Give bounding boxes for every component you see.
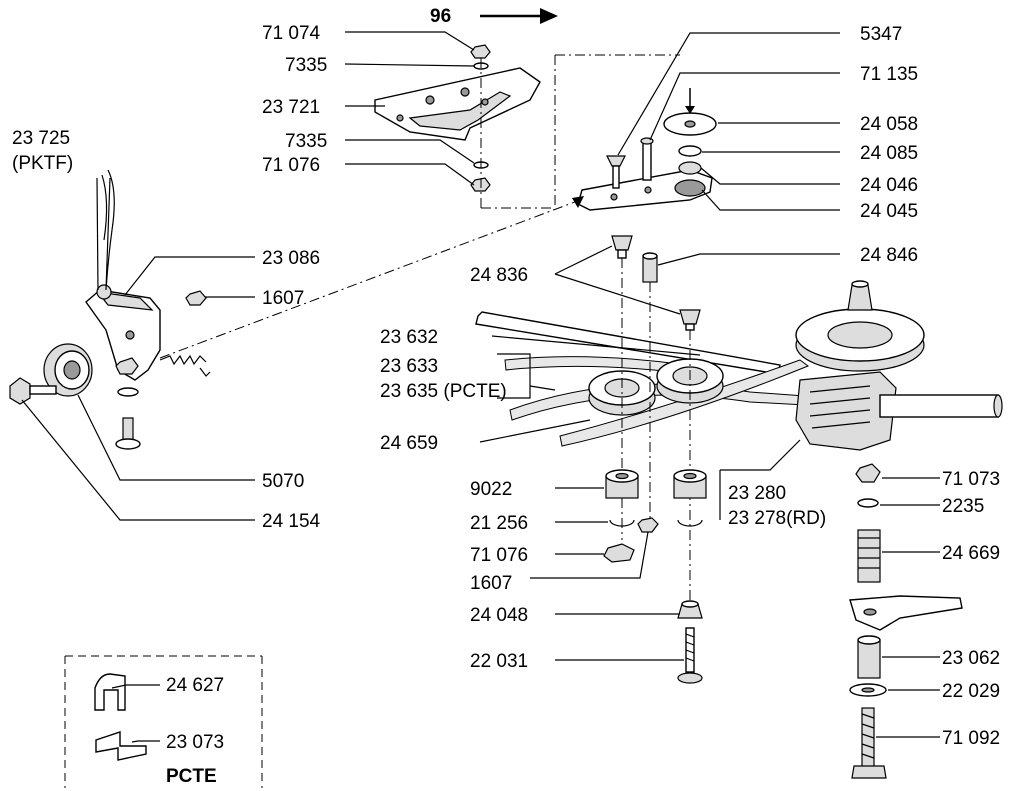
label-23086: 23 086	[262, 248, 320, 269]
clip-21256-right	[677, 519, 703, 527]
part-24627-icon	[94, 673, 126, 711]
label-2235: 2235	[942, 496, 984, 517]
nut-left-lower	[115, 357, 139, 397]
label-1607-left: 1607	[262, 288, 304, 309]
mounting-plate	[374, 67, 541, 141]
label-23632: 23 632	[380, 327, 438, 348]
label-71076-lower: 71 076	[470, 545, 528, 566]
spring-left	[159, 354, 211, 377]
label-71135: 71 135	[860, 64, 918, 85]
label-21256: 21 256	[470, 513, 528, 534]
bolt-22031	[677, 627, 703, 684]
label-pktf: (PKTF)	[12, 153, 73, 174]
label-23635: 23 635 (PCTE)	[380, 381, 507, 402]
label-24085: 24 085	[860, 143, 918, 164]
bushing-24046	[678, 161, 702, 175]
label-9022: 9022	[470, 479, 512, 500]
nut-71073	[855, 463, 881, 483]
spacer-24846	[642, 252, 658, 283]
label-1607-lower: 1607	[470, 573, 512, 594]
idler-arm	[577, 169, 713, 211]
gearbox-pulley	[795, 280, 925, 372]
bolt-24836-lower	[679, 309, 701, 331]
disc-24058	[663, 88, 717, 136]
washer-24085	[678, 145, 702, 157]
axis-arrow	[572, 196, 584, 208]
clip-21256-left	[609, 519, 635, 527]
bushing-23062	[857, 635, 881, 679]
label-23280: 23 280	[728, 483, 786, 504]
label-24154: 24 154	[262, 511, 321, 532]
label-24836: 24 836	[470, 265, 528, 286]
washer-22029	[849, 683, 887, 697]
inset-title: PCTE	[166, 766, 217, 787]
nut-24048	[677, 600, 703, 619]
label-24045: 24 045	[860, 201, 918, 222]
label-23725: 23 725	[12, 128, 70, 149]
label-71074: 71 074	[262, 23, 321, 44]
pin-71135	[640, 137, 654, 181]
bolt-24154	[9, 377, 57, 405]
label-71076-top: 71 076	[262, 155, 320, 176]
label-24659: 24 659	[380, 433, 438, 454]
label-24058: 24 058	[860, 114, 918, 135]
direction-arrow	[480, 8, 558, 24]
nut-1607-lower	[637, 517, 659, 533]
heading-number: 96	[430, 6, 451, 27]
label-23721: 23 721	[262, 97, 320, 118]
label-22029: 22 029	[942, 681, 1000, 702]
label-7335-top: 7335	[285, 55, 327, 76]
axis-diagonal	[159, 199, 581, 359]
blade-bracket	[849, 595, 963, 631]
inset-box: 24 627 23 073 PCTE	[64, 655, 263, 788]
label-24046: 24 046	[860, 175, 918, 196]
label-24048: 24 048	[470, 605, 528, 626]
stud-left	[115, 417, 141, 450]
pulley-5070	[43, 343, 93, 397]
cable-23725	[101, 169, 115, 291]
label-7335-bottom: 7335	[285, 131, 327, 152]
label-23062: 23 062	[942, 648, 1000, 669]
label-23278: 23 278(RD)	[728, 508, 826, 529]
label-71073: 71 073	[942, 469, 1000, 490]
bushing-9022-left	[605, 469, 639, 499]
label-24846: 24 846	[860, 245, 918, 266]
gearbox-23280	[795, 371, 1003, 451]
nut-71076-lower	[603, 543, 635, 563]
bushing-9022-right	[673, 469, 707, 499]
spring-24669	[857, 529, 881, 583]
label-23633: 23 633	[380, 356, 438, 377]
bolt-5347	[606, 155, 626, 189]
part-23073-icon	[95, 731, 147, 761]
label-71092: 71 092	[942, 728, 1000, 749]
label-5347: 5347	[860, 24, 902, 45]
label-5070: 5070	[262, 471, 304, 492]
bolt-24836-upper	[611, 235, 633, 259]
label-22031: 22 031	[470, 651, 528, 672]
washer-2235	[857, 498, 879, 508]
bracket-23086	[85, 284, 161, 381]
nut-1607-left	[185, 290, 207, 306]
leader-lines	[21, 31, 940, 738]
label-24669: 24 669	[942, 543, 1000, 564]
label-23073: 23 073	[166, 732, 224, 753]
bolt-71092	[851, 707, 887, 779]
label-24627: 24 627	[166, 675, 224, 696]
nut-71074	[470, 44, 491, 59]
